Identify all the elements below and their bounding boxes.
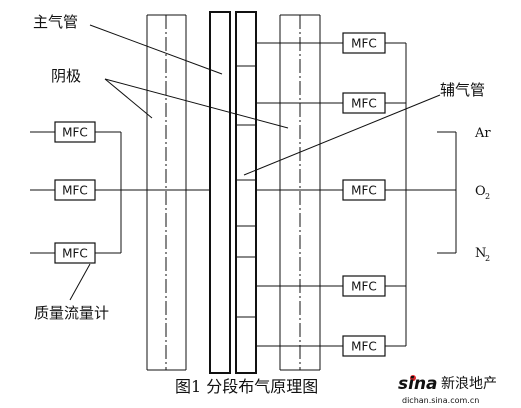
label-main-pipe: 主气管 (33, 13, 78, 31)
mfc-left-3: MFC (54, 242, 96, 264)
figure-caption: 图1 分段布气原理图 (175, 377, 318, 396)
mfc-right-3: MFC (342, 179, 386, 201)
mfc-right-4: MFC (342, 275, 386, 297)
svg-text:O: O (475, 184, 486, 199)
sina-eye-icon (410, 375, 416, 381)
gas-ar: Ar (474, 126, 491, 141)
svg-text:2: 2 (485, 192, 490, 201)
mfc-right-1: MFC (342, 32, 386, 54)
svg-text:MFC: MFC (351, 340, 377, 354)
mfc-right-5: MFC (342, 335, 386, 357)
sina-watermark: sina 新浪地产 dichan.sina.com.cn (398, 374, 497, 405)
right-manifold-lines (256, 42, 457, 347)
label-aux-pipe: 辅气管 (440, 81, 485, 99)
leader-lines (69, 24, 441, 301)
gas-o2: O 2 (475, 184, 490, 201)
mfc-left-2: MFC (54, 179, 96, 201)
svg-text:MFC: MFC (351, 280, 377, 294)
svg-text:MFC: MFC (62, 126, 88, 140)
cathode-block-left (146, 14, 187, 371)
svg-text:MFC: MFC (62, 184, 88, 198)
svg-text:MFC: MFC (62, 247, 88, 261)
svg-text:MFC: MFC (351, 37, 377, 51)
main-gas-pipe (209, 11, 231, 374)
svg-text:MFC: MFC (351, 97, 377, 111)
sina-url: dichan.sina.com.cn (402, 396, 479, 405)
gas-n2: N 2 (475, 246, 490, 263)
cathode-block-right (279, 14, 321, 371)
mfc-right-2: MFC (342, 92, 386, 114)
svg-text:N: N (475, 246, 486, 261)
label-flow-meter: 质量流量计 (34, 304, 109, 322)
sina-brand-name: 新浪地产 (441, 376, 497, 392)
aux-gas-pipe (235, 11, 257, 374)
left-manifold-lines (30, 131, 210, 254)
mfc-left-1: MFC (54, 121, 96, 143)
label-cathode: 阴极 (51, 67, 81, 85)
svg-text:MFC: MFC (351, 184, 377, 198)
svg-text:2: 2 (485, 254, 490, 263)
sina-logo: sina (398, 374, 438, 394)
